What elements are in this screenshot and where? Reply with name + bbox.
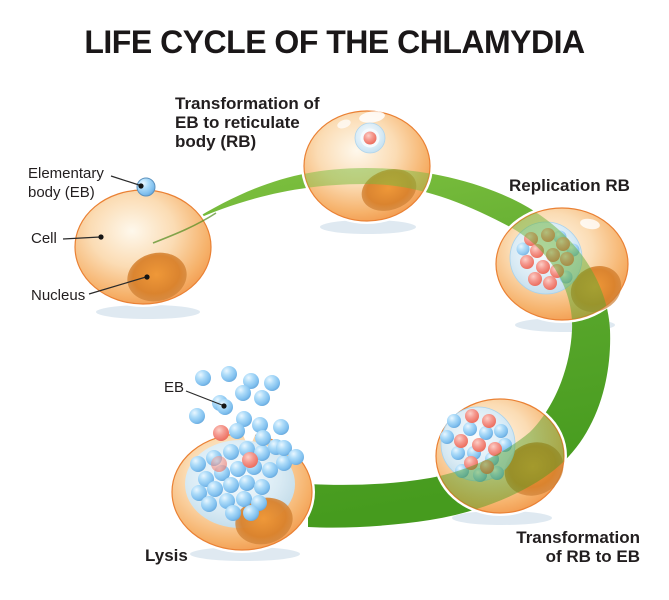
stage-label-replication-rb: Replication RB xyxy=(509,176,630,195)
cell-highlight xyxy=(337,119,351,129)
page-title: LIFE CYCLE OF THE CHLAMYDIA xyxy=(84,24,585,60)
cycle-arrow xyxy=(190,168,611,528)
rb-particle xyxy=(211,456,227,472)
replication-cell xyxy=(493,205,631,323)
annotation-cell: Cell xyxy=(31,230,57,247)
eb-to-rb-cell xyxy=(301,108,433,224)
annotation-nucleus: Nucleus xyxy=(31,287,86,304)
cycle-arrow-tail xyxy=(152,212,217,244)
stage-label-lysis: Lysis xyxy=(145,546,188,565)
elementary-body-particle xyxy=(136,177,156,197)
rb-particle xyxy=(242,452,258,468)
host-cell xyxy=(72,177,217,307)
annotation-elementary-body: Elementary body (EB) xyxy=(28,165,104,201)
rb-to-eb-cell xyxy=(433,396,567,516)
leader-dots xyxy=(98,183,227,409)
lysis-cell xyxy=(169,366,315,553)
eb-particles-inside xyxy=(190,439,292,521)
stage-label-rb-to-eb: Transformation of RB to EB xyxy=(516,528,640,566)
rb-particle xyxy=(213,425,229,441)
stage-label-eb-to-rb: Transformation of EB to reticulate body … xyxy=(175,94,320,151)
leader-lines xyxy=(62,175,223,406)
annotation-eb: EB xyxy=(164,379,185,396)
cell-highlight xyxy=(580,218,600,230)
reticulate-body-particle xyxy=(363,131,377,145)
nucleus xyxy=(127,252,187,302)
cell-highlight xyxy=(359,111,385,123)
